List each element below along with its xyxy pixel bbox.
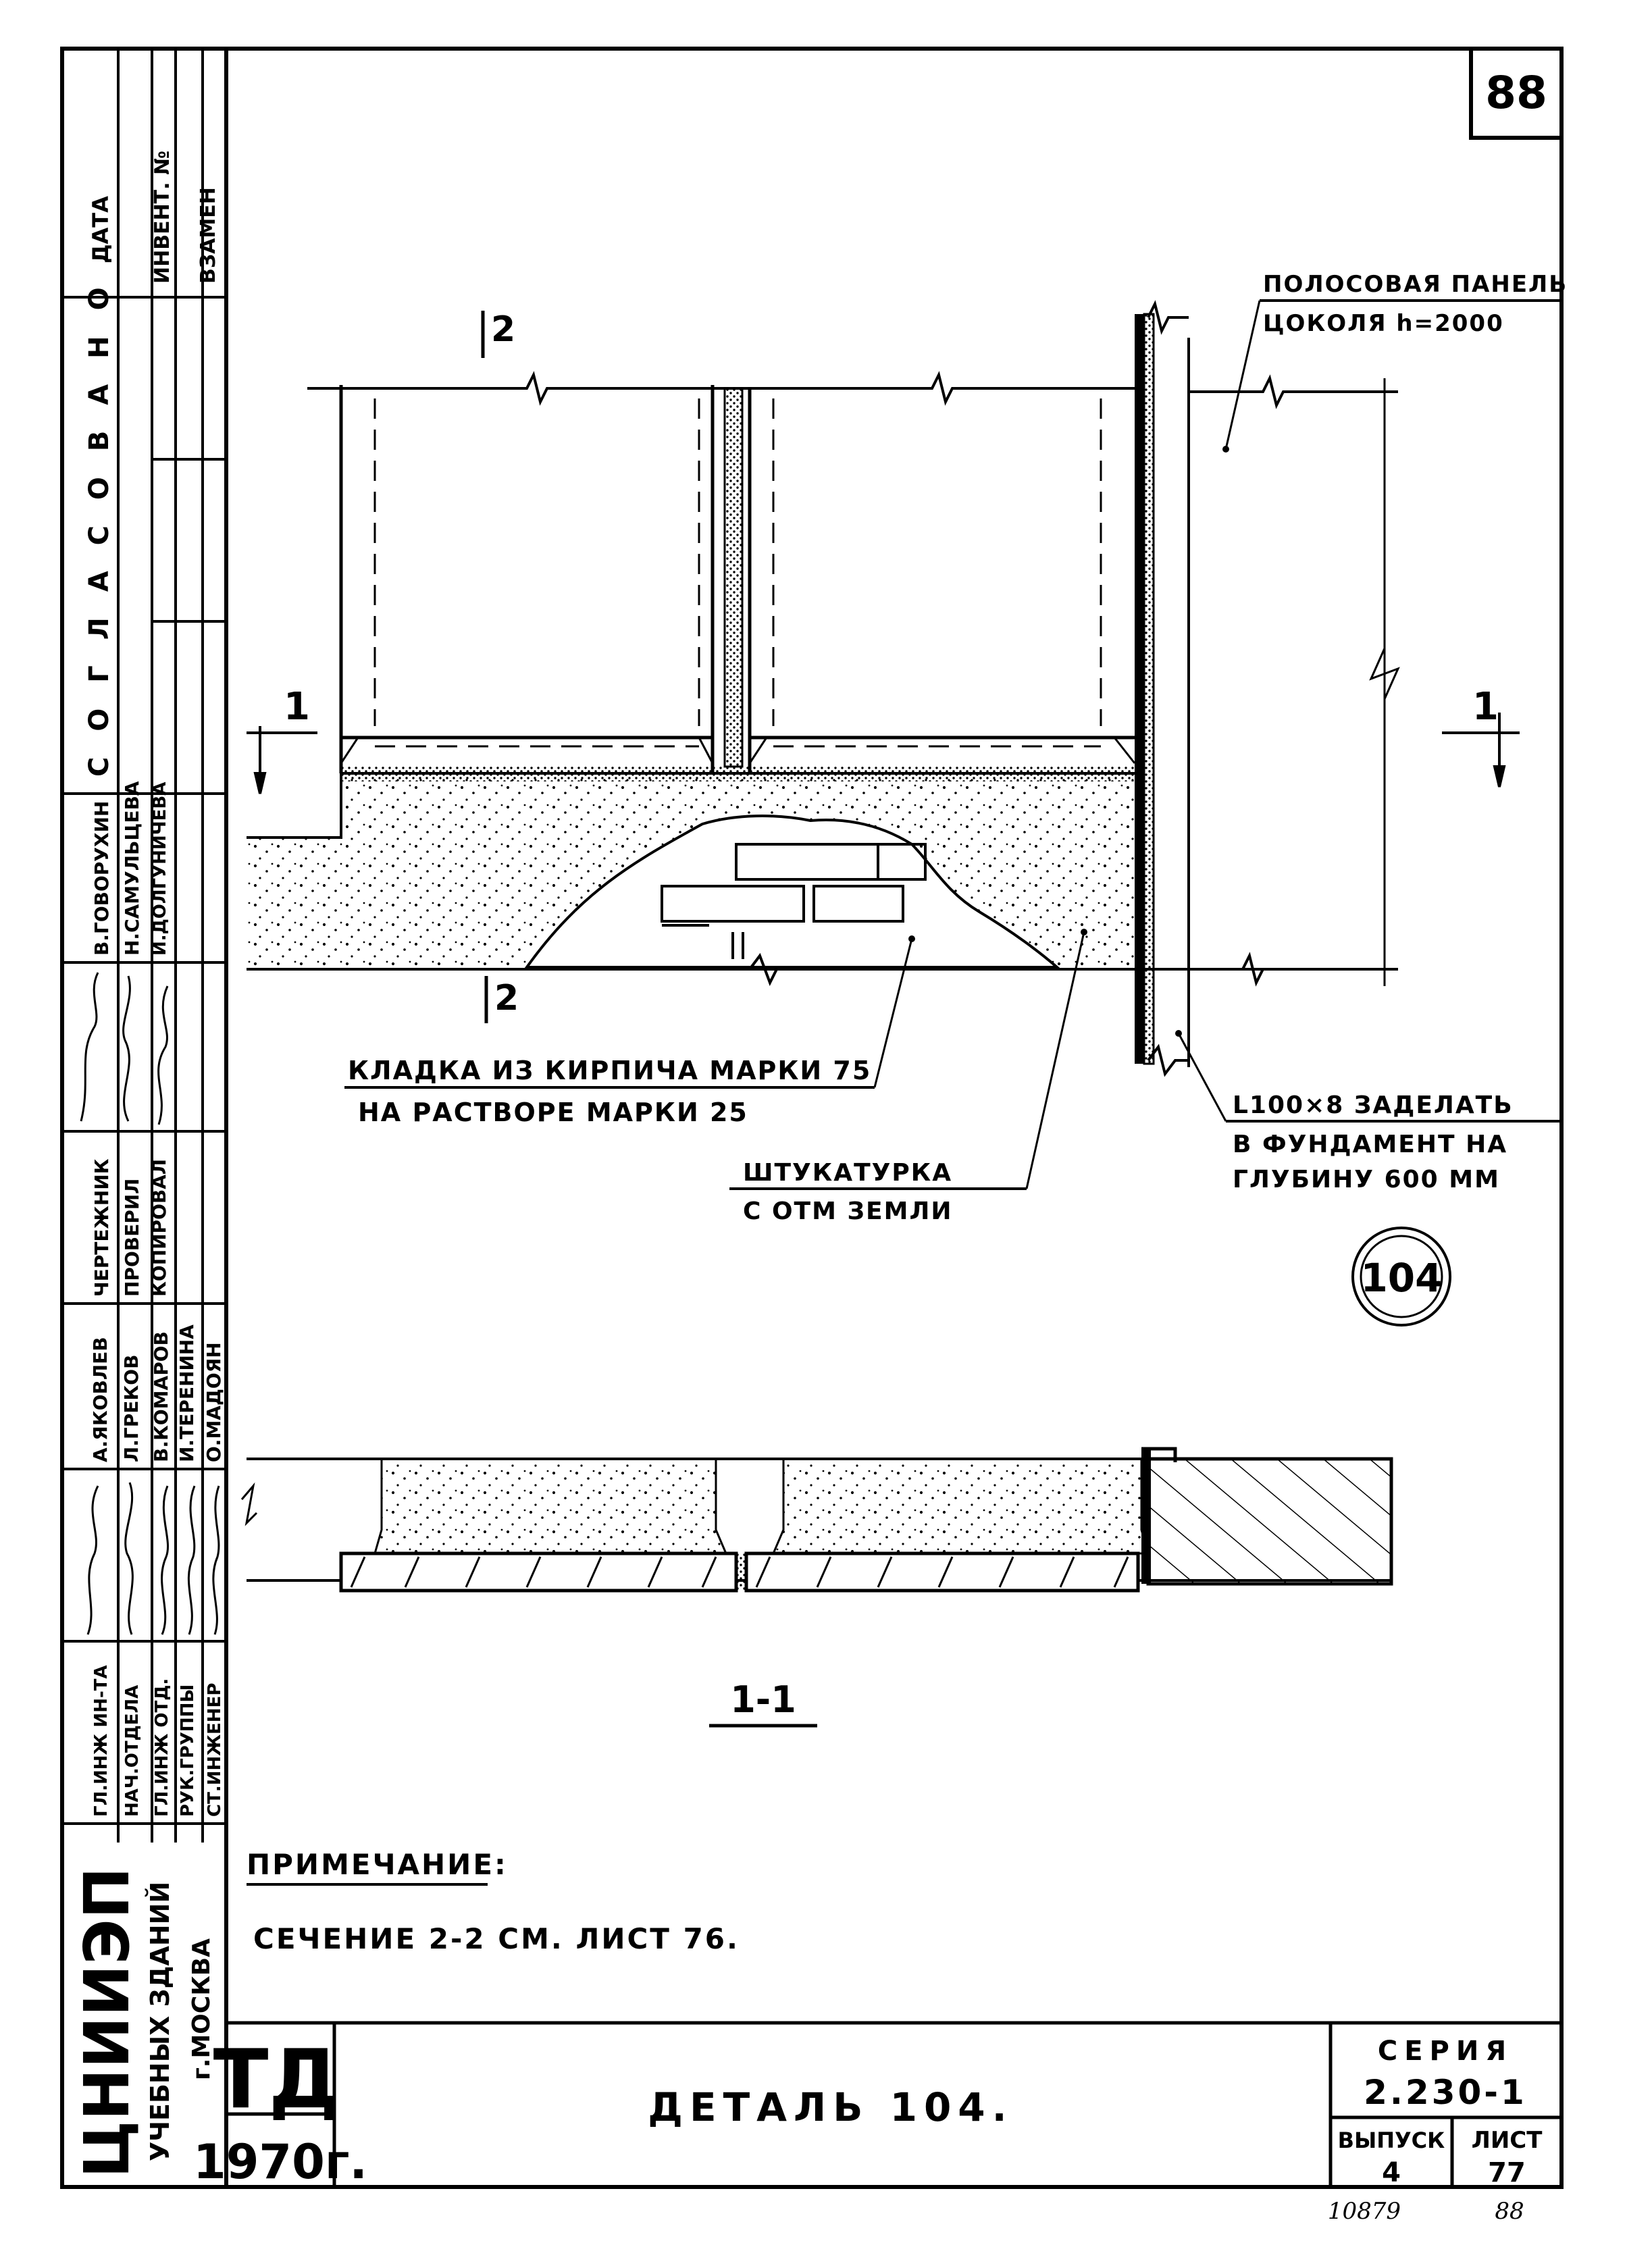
signature-mark bbox=[157, 985, 169, 1125]
stamp-agreed-name: Н.САМУЛЬЦЕВА bbox=[121, 781, 143, 956]
section-1-1: 1-1 bbox=[240, 1447, 1393, 1728]
masonry-reveal bbox=[524, 815, 1061, 969]
cut-mark-label: 2 bbox=[491, 309, 515, 350]
cut-mark-label: 2 bbox=[494, 978, 519, 1019]
stamp-agreed-name: И.ДОЛГУНИЧЕВА bbox=[150, 782, 170, 956]
wall-panel-left bbox=[339, 385, 715, 773]
bricks bbox=[661, 843, 927, 959]
section-plaster bbox=[373, 1458, 728, 1555]
signature-mark bbox=[161, 1485, 170, 1635]
wall-panel-right bbox=[748, 388, 1136, 773]
detail-mark-label: 104 bbox=[1360, 1255, 1442, 1301]
drawing-title: ДЕТАЛЬ 104. bbox=[648, 2084, 1013, 2130]
section-plinth bbox=[1146, 1457, 1393, 1586]
sheet-frame bbox=[60, 47, 1564, 2189]
elevation-view: 1 1 2 2 ПОЛОСОВАЯ ПАНЕЛЬ ЦОКОЛЯ h=2000 К… bbox=[247, 271, 1568, 1326]
plinth-panel-edge bbox=[1143, 313, 1155, 1065]
cut-mark-label: 1 bbox=[284, 685, 310, 729]
cut-mark-label: 1 bbox=[1472, 685, 1499, 729]
cut-mark-right bbox=[1442, 713, 1520, 788]
sheet-label: ЛИСТ bbox=[1472, 2127, 1543, 2154]
stamp-staff-role: ГЛ.ИНЖ ИН-ТА bbox=[91, 1665, 111, 1817]
detail-mark: 104 bbox=[1351, 1227, 1451, 1326]
signature-mark bbox=[122, 975, 131, 1122]
stamp-staff-role: СТ.ИНЖЕНЕР bbox=[205, 1683, 225, 1817]
callout-angle-line1: L100×8 ЗАДЕЛАТЬ bbox=[1233, 1091, 1514, 1119]
panel-joint bbox=[723, 387, 744, 768]
title-logo: ТД bbox=[213, 2033, 341, 2127]
stamp-staff-name: Л.ГРЕКОВ bbox=[120, 1355, 143, 1462]
note-text: СЕЧЕНИЕ 2-2 СМ. ЛИСТ 76. bbox=[253, 1922, 740, 1955]
section-panel bbox=[744, 1551, 1140, 1593]
footer-mark: 10879 bbox=[1328, 2198, 1401, 2225]
callout-panel-line1: ПОЛОСОВАЯ ПАНЕЛЬ bbox=[1263, 271, 1568, 298]
stamp-agreed-name: В.ГОВОРУХИН bbox=[91, 801, 113, 956]
stamp-staff-name: А.ЯКОВЛЕВ bbox=[89, 1337, 111, 1462]
stamp-invent-label: ИНВЕНТ. № bbox=[151, 151, 174, 284]
institute-name: УЧЕБНЫХ ЗДАНИЙ bbox=[145, 1882, 175, 2161]
callout-plaster-line1: ШТУКАТУРКА bbox=[743, 1159, 952, 1187]
note-block: ПРИМЕЧАНИЕ: СЕЧЕНИЕ 2-2 СМ. ЛИСТ 76. bbox=[247, 1848, 740, 1955]
stamp-agreed-title: С О Г Л А С О В А Н О bbox=[84, 279, 115, 777]
stamp-role: КОПИРОВАЛ bbox=[148, 1159, 170, 1297]
stamp-staff-name: О.МАДОЯН bbox=[203, 1342, 225, 1462]
side-stamp: ДАТА ИНВЕНТ. № ВЗАМЕН С О Г Л А С О В А … bbox=[62, 49, 226, 2178]
sheet-value: 77 bbox=[1488, 2157, 1526, 2188]
series-value: 2.230-1 bbox=[1364, 2073, 1527, 2112]
section-plaster bbox=[771, 1458, 1150, 1555]
signature-mark bbox=[212, 1485, 220, 1635]
break-line-top bbox=[307, 371, 1135, 406]
callout-masonry-line1: КЛАДКА ИЗ КИРПИЧА МАРКИ 75 bbox=[348, 1056, 871, 1085]
note-title: ПРИМЕЧАНИЕ: bbox=[247, 1848, 508, 1881]
signature-mark bbox=[86, 1485, 99, 1635]
sheet-number: 88 bbox=[1485, 67, 1547, 119]
stamp-staff-role: НАЧ.ОТДЕЛА bbox=[122, 1685, 143, 1817]
stamp-staff-name: В.КОМАРОВ bbox=[150, 1331, 172, 1462]
title-block: ТД 1970г. ДЕТАЛЬ 104. СЕРИЯ 2.230-1 ВЫПУ… bbox=[193, 2021, 1561, 2190]
stamp-staff-role: РУК.ГРУППЫ bbox=[178, 1684, 198, 1817]
cut-mark-left bbox=[247, 726, 317, 794]
signature-mark bbox=[187, 1485, 196, 1635]
break-line-bottom bbox=[748, 952, 778, 986]
stamp-role: ПРОВЕРИЛ bbox=[121, 1179, 143, 1297]
stamp-staff-role: ГЛ.ИНЖ ОТД. bbox=[152, 1678, 172, 1817]
callout-angle-line3: ГЛУБИНУ 600 ММ bbox=[1233, 1166, 1500, 1193]
stamp-replace-label: ВЗАМЕН bbox=[197, 187, 220, 284]
plinth-angle bbox=[1135, 314, 1144, 1064]
stamp-staff-name: И.ТЕРЕНИНА bbox=[176, 1324, 198, 1462]
title-year: 1970г. bbox=[193, 2134, 367, 2190]
institute-city: г.МОСКВА bbox=[188, 1938, 215, 2080]
signature-mark bbox=[80, 972, 99, 1122]
issue-value: 4 bbox=[1382, 2157, 1401, 2188]
stamp-role: ЧЕРТЕЖНИК bbox=[91, 1158, 113, 1297]
sheet-number-box: 88 bbox=[1469, 47, 1564, 140]
issue-label: ВЫПУСК bbox=[1338, 2128, 1445, 2153]
institute-logo: ЦНИИЭП bbox=[71, 1867, 143, 2178]
footer-mark: 88 bbox=[1495, 2198, 1524, 2225]
section-label: 1-1 bbox=[730, 1678, 796, 1721]
callout-panel-line2: ЦОКОЛЯ h=2000 bbox=[1263, 310, 1504, 337]
callout-plaster-line2: С ОТМ ЗЕМЛИ bbox=[743, 1197, 953, 1225]
callout-angle-line2: В ФУНДАМЕНТ НА bbox=[1233, 1131, 1507, 1158]
series-label: СЕРИЯ bbox=[1378, 2036, 1513, 2067]
signature-mark bbox=[124, 1482, 134, 1635]
callout-masonry-line2: НА РАСТВОРЕ МАРКИ 25 bbox=[358, 1098, 748, 1127]
stamp-date-label: ДАТА bbox=[88, 196, 113, 263]
